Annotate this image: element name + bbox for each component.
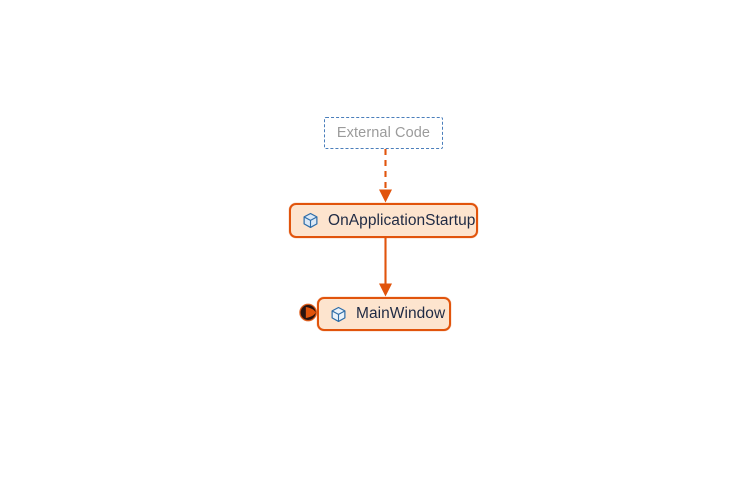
- node-external-code-label: External Code: [336, 125, 431, 141]
- cube-icon: [303, 212, 318, 229]
- cube-icon: [331, 306, 346, 322]
- current-frame-marker[interactable]: [299, 303, 318, 322]
- node-main-window[interactable]: MainWindow: [317, 297, 451, 331]
- node-on-application-startup[interactable]: OnApplicationStartup: [289, 203, 478, 238]
- node-on-application-startup-label: OnApplicationStartup: [328, 211, 476, 229]
- node-main-window-label: MainWindow: [356, 305, 446, 322]
- node-external-code[interactable]: External Code: [324, 117, 443, 149]
- edge-external-to-startup: [379, 149, 392, 203]
- edge-startup-to-mainwindow: [379, 238, 392, 297]
